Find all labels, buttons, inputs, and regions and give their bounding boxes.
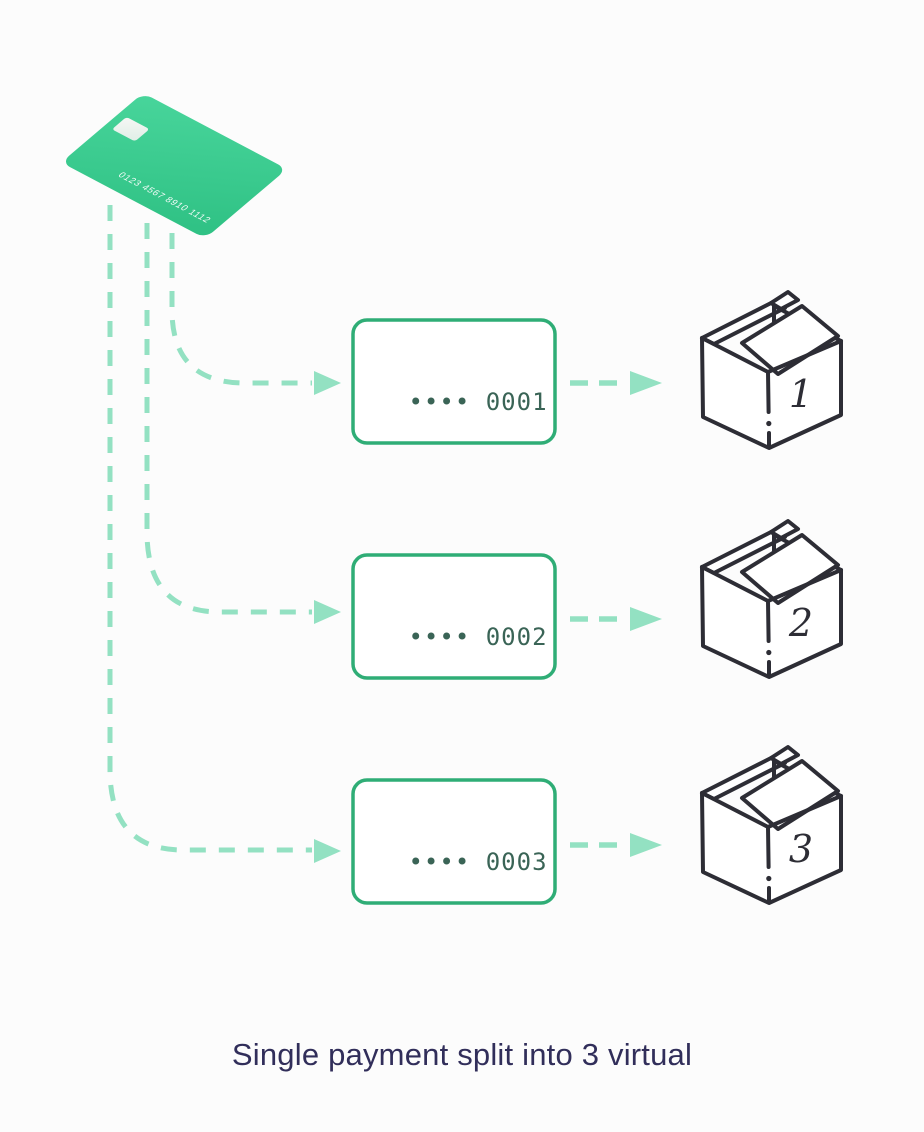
virtual-card-3: •••• 0003 (351, 778, 557, 905)
virtual-card-2-number: •••• 0002 (408, 623, 547, 651)
virtual-cards: •••• 0001 •••• 0002 •••• 0003 (351, 318, 557, 905)
box-3-number: 3 (789, 827, 813, 871)
physical-card: 0123 4567 8910 1112 (65, 96, 283, 236)
flow-arrow-1-head (630, 371, 662, 395)
virtual-card-1: •••• 0001 (351, 318, 557, 445)
arrowhead-to-virtual-card-3 (314, 839, 341, 863)
flow-arrow-3 (570, 833, 662, 857)
split-line-arrowheads (314, 371, 341, 863)
card-chip-icon (113, 117, 149, 141)
diagram-caption: Single payment split into 3 virtual (231, 1037, 693, 1072)
flow-arrow-2-head (630, 607, 662, 631)
virtual-card-2-body (351, 553, 557, 680)
split-line-1-path (169, 233, 312, 386)
open-box-icon (700, 519, 843, 679)
arrowhead-to-virtual-card-2 (314, 600, 341, 624)
box-1-number: 1 (789, 372, 813, 416)
box-2-number: 2 (788, 601, 813, 645)
flow-arrow-1 (570, 371, 662, 395)
split-line-2-path (144, 223, 312, 615)
open-box-icon (700, 745, 843, 905)
virtual-card-3-number: •••• 0003 (408, 848, 547, 876)
split-lines (107, 205, 312, 853)
virtual-card-1-number: •••• 0001 (408, 388, 547, 416)
box-1: 1 (700, 290, 843, 450)
flow-arrow-3-head (630, 833, 662, 857)
open-box-icon (700, 290, 843, 450)
box-3: 3 (700, 745, 843, 905)
flow-arrow-2 (570, 607, 662, 631)
card-to-box-arrows (570, 371, 662, 857)
box-2: 2 (700, 519, 843, 679)
virtual-card-3-body (351, 778, 557, 905)
split-line-3-path (107, 205, 312, 853)
virtual-card-1-body (351, 318, 557, 445)
virtual-card-2: •••• 0002 (351, 553, 557, 680)
physical-card-body (65, 96, 283, 236)
arrowhead-to-virtual-card-1 (314, 371, 341, 395)
